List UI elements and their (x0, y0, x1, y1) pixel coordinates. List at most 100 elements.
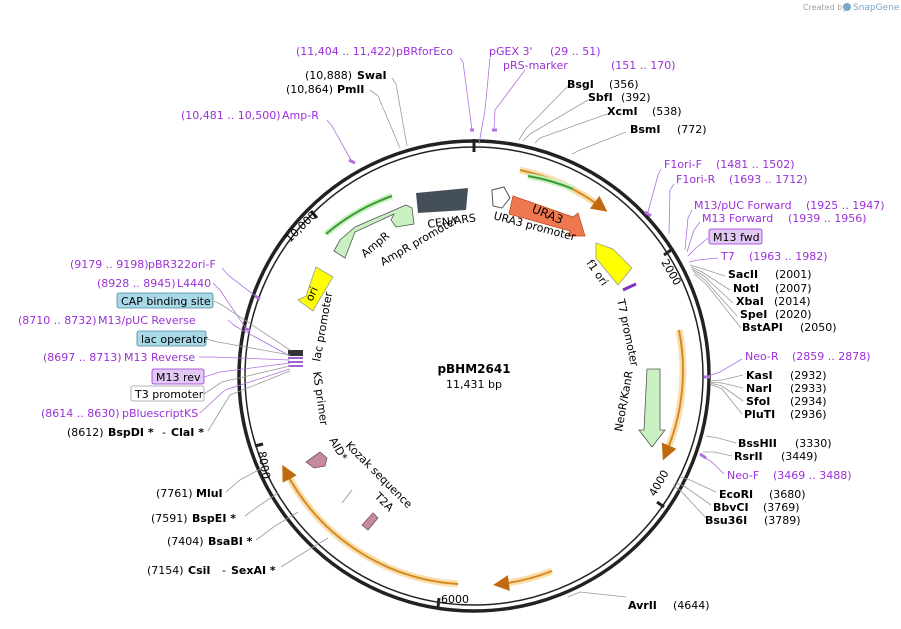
m13-reverse-label[interactable]: M13 Reverse (124, 351, 195, 364)
pluti-pos: (2936) (790, 408, 827, 421)
ampr-feature[interactable] (333, 204, 415, 259)
ori-feature[interactable] (297, 266, 334, 312)
orf-arc-large-glow (282, 470, 459, 588)
pbrforeco-label[interactable]: pBRforEco (396, 45, 453, 58)
sfoi-label[interactable]: SfoI (746, 395, 770, 408)
pbluescriptks-label[interactable]: pBluescriptKS (122, 407, 198, 420)
aid-feature[interactable] (305, 451, 328, 469)
noti-label[interactable]: NotI (733, 282, 759, 295)
sfoi-pos: (2934) (790, 395, 827, 408)
bsgi-label[interactable]: BsgI (567, 78, 594, 91)
spei-label[interactable]: SpeI (740, 308, 767, 321)
bstapi-label[interactable]: BstAPI (742, 321, 783, 334)
mlui-pos: (7761) (156, 487, 193, 500)
f1ori-f-leader (647, 168, 662, 213)
pmli-label[interactable]: PmlI (337, 83, 364, 96)
t7-leader (688, 257, 719, 263)
t3-promoter-leader (203, 365, 291, 395)
avrii-label[interactable]: AvrII (628, 599, 657, 612)
t3-promoter-box[interactable] (130, 385, 205, 402)
nari-label[interactable]: NarI (746, 382, 772, 395)
m13-reverse-leader (199, 356, 291, 361)
f1ori-f-range: (1481 .. 1502) (716, 158, 795, 171)
kozak-feature[interactable] (341, 489, 353, 504)
l4440-label[interactable]: L4440 (177, 277, 211, 290)
sexai-label[interactable]: SexAI * (231, 564, 276, 577)
bspdi-clai-separator: - (162, 426, 166, 439)
pluti-label[interactable]: PluTI (744, 408, 775, 421)
ura3-promoter-feature[interactable] (491, 186, 511, 209)
amp-r-label[interactable]: Amp-R (282, 109, 319, 122)
rsrii-leader (703, 451, 733, 457)
sbfi-label[interactable]: SbfI (588, 91, 613, 104)
bsmi-label[interactable]: BsmI (630, 123, 661, 136)
clai-label[interactable]: ClaI * (171, 426, 204, 439)
neor-kanr-feature[interactable] (638, 368, 666, 448)
rsrii-label[interactable]: RsrII (734, 450, 763, 463)
tick-label-10000: 10,000 (283, 209, 319, 245)
swai-label[interactable]: SwaI (357, 69, 387, 82)
lac-operator-block[interactable] (288, 350, 303, 356)
bsu36i-label[interactable]: Bsu36I (705, 514, 747, 527)
m13-puc-rev-label[interactable]: M13/pUC Reverse (98, 314, 196, 327)
bspdi-label[interactable]: BspDI * (108, 426, 154, 439)
neo-f-range: (3469 .. 3488) (773, 469, 852, 482)
sacii-label[interactable]: SacII (728, 268, 758, 281)
xcmi-label[interactable]: XcmI (607, 105, 638, 118)
ura3-feature[interactable] (508, 195, 586, 237)
bspdi-clai-leader (207, 370, 291, 432)
m13-puc-fwd-range: (1925 .. 1947) (806, 199, 885, 212)
xbai-label[interactable]: XbaI (736, 295, 764, 308)
cap-binding-site-box[interactable] (116, 292, 214, 309)
amp-r-leader (326, 119, 352, 161)
m13-forward-label[interactable]: M13 Forward (702, 212, 773, 225)
bspei-label[interactable]: BspEI * (192, 512, 236, 525)
csii-label[interactable]: CsiI (188, 564, 210, 577)
ecori-label[interactable]: EcoRI (719, 488, 753, 501)
pbr322ori-f-range: (9179 .. 9198) (70, 258, 149, 271)
m13-puc-fwd-label[interactable]: M13/pUC Forward (694, 199, 792, 212)
neo-r-leader (707, 358, 743, 377)
f1ori-r-leader (668, 183, 675, 235)
ori-label: ori (303, 285, 321, 303)
neo-f-mark (699, 452, 707, 460)
pbr322ori-f-label[interactable]: pBR322ori-F (148, 258, 216, 271)
orf-arc-bottom[interactable] (493, 570, 553, 591)
bsabi-label[interactable]: BsaBI * (208, 535, 253, 548)
t7-label[interactable]: T7 (720, 250, 735, 263)
prs-marker-label[interactable]: pRS-marker (503, 59, 568, 72)
bsu36i-pos: (3789) (764, 514, 801, 527)
f1ori-r-label[interactable]: F1ori-R (676, 173, 716, 186)
tick-6000 (436, 597, 441, 608)
tick-label-8000: 8000 (255, 450, 273, 480)
lac-operator-leader (205, 338, 291, 356)
bspei-leader (244, 492, 279, 517)
neo-r-label[interactable]: Neo-R (745, 350, 779, 363)
spei-leader (692, 270, 738, 317)
noti-pos: (2007) (775, 282, 812, 295)
ecori-pos: (3680) (769, 488, 806, 501)
neo-f-label[interactable]: Neo-F (727, 469, 759, 482)
pgex3-label[interactable]: pGEX 3' (489, 45, 533, 58)
green-arc-ampr[interactable] (325, 195, 393, 235)
orf-arc-large[interactable] (282, 464, 459, 585)
aid-label: AID* (326, 435, 350, 463)
amp-r-mark (348, 158, 356, 165)
green-arc-ura3[interactable] (527, 175, 574, 190)
csii-sexai-leader (280, 537, 329, 568)
cen-ars-feature[interactable] (416, 188, 468, 213)
m13-puc-rev-leader (227, 319, 291, 357)
kasi-label[interactable]: KasI (746, 369, 773, 382)
m13-rev-box[interactable] (151, 368, 205, 385)
bsshii-leader (705, 435, 737, 444)
t2a-feature[interactable] (361, 512, 379, 531)
f1-ori-feature[interactable] (595, 242, 633, 286)
bbvci-label[interactable]: BbvCI (713, 501, 749, 514)
m13-fwd-box[interactable] (708, 228, 763, 245)
orf-arc-neo[interactable] (661, 329, 684, 461)
swai-pos: (10,888) (305, 69, 352, 82)
lac-operator-box[interactable] (136, 330, 207, 347)
mlui-label[interactable]: MluI (196, 487, 223, 500)
f1ori-f-label[interactable]: F1ori-F (664, 158, 702, 171)
bsshii-label[interactable]: BssHII (738, 437, 777, 450)
